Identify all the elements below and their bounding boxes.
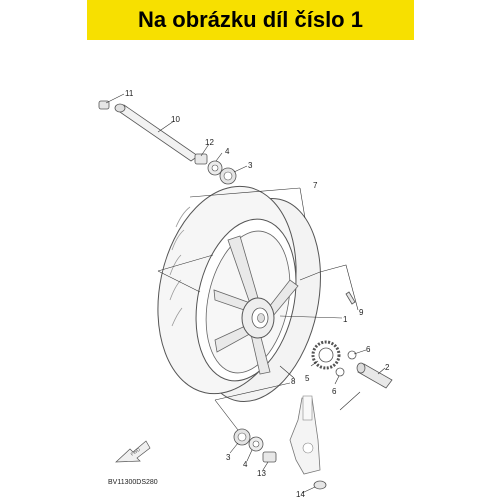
callout-3-lower: 3 (226, 453, 231, 462)
part-14-bolt (313, 480, 327, 490)
part-2-spacer (356, 362, 393, 389)
callout-7: 7 (313, 181, 318, 190)
part-3-bearing-lower (233, 428, 251, 446)
callout-4-lower: 4 (243, 460, 248, 469)
part-6-rings (335, 350, 357, 377)
callout-10: 10 (171, 115, 180, 124)
callout-2: 2 (385, 363, 390, 372)
callout-12: 12 (205, 138, 214, 147)
part-4-seal-upper (207, 160, 223, 176)
diagram-code: BV11300DS280 (108, 479, 158, 486)
fork-leg (289, 395, 321, 475)
part-banner-text: Na obrázku díl číslo 1 (138, 7, 363, 32)
fwd-label: FWD (130, 446, 142, 456)
callout-14: 14 (296, 490, 305, 499)
callout-4-upper: 4 (225, 147, 230, 156)
callout-3-upper: 3 (248, 161, 253, 170)
part-9-valve (345, 291, 356, 305)
part-13-collar (262, 451, 277, 463)
part-10-axle (114, 103, 199, 162)
callout-9: 9 (359, 308, 364, 317)
part-5-ring (311, 340, 341, 370)
part-banner: Na obrázku díl číslo 1 (87, 0, 414, 40)
part-3-bearing-upper (219, 167, 237, 185)
callout-6-lower: 6 (332, 387, 337, 396)
leader-lines (105, 93, 386, 494)
part-7-tire-and-wheel (157, 185, 321, 403)
part-4-seal-lower (248, 436, 264, 452)
callout-13: 13 (257, 469, 266, 478)
fwd-arrow-icon: FWD (115, 440, 151, 463)
callout-5: 5 (305, 374, 310, 383)
callout-6-upper: 6 (366, 345, 371, 354)
part-12-collar (194, 153, 208, 165)
callout-1: 1 (343, 315, 348, 324)
callout-11: 11 (125, 89, 134, 98)
callout-8: 8 (291, 377, 296, 386)
